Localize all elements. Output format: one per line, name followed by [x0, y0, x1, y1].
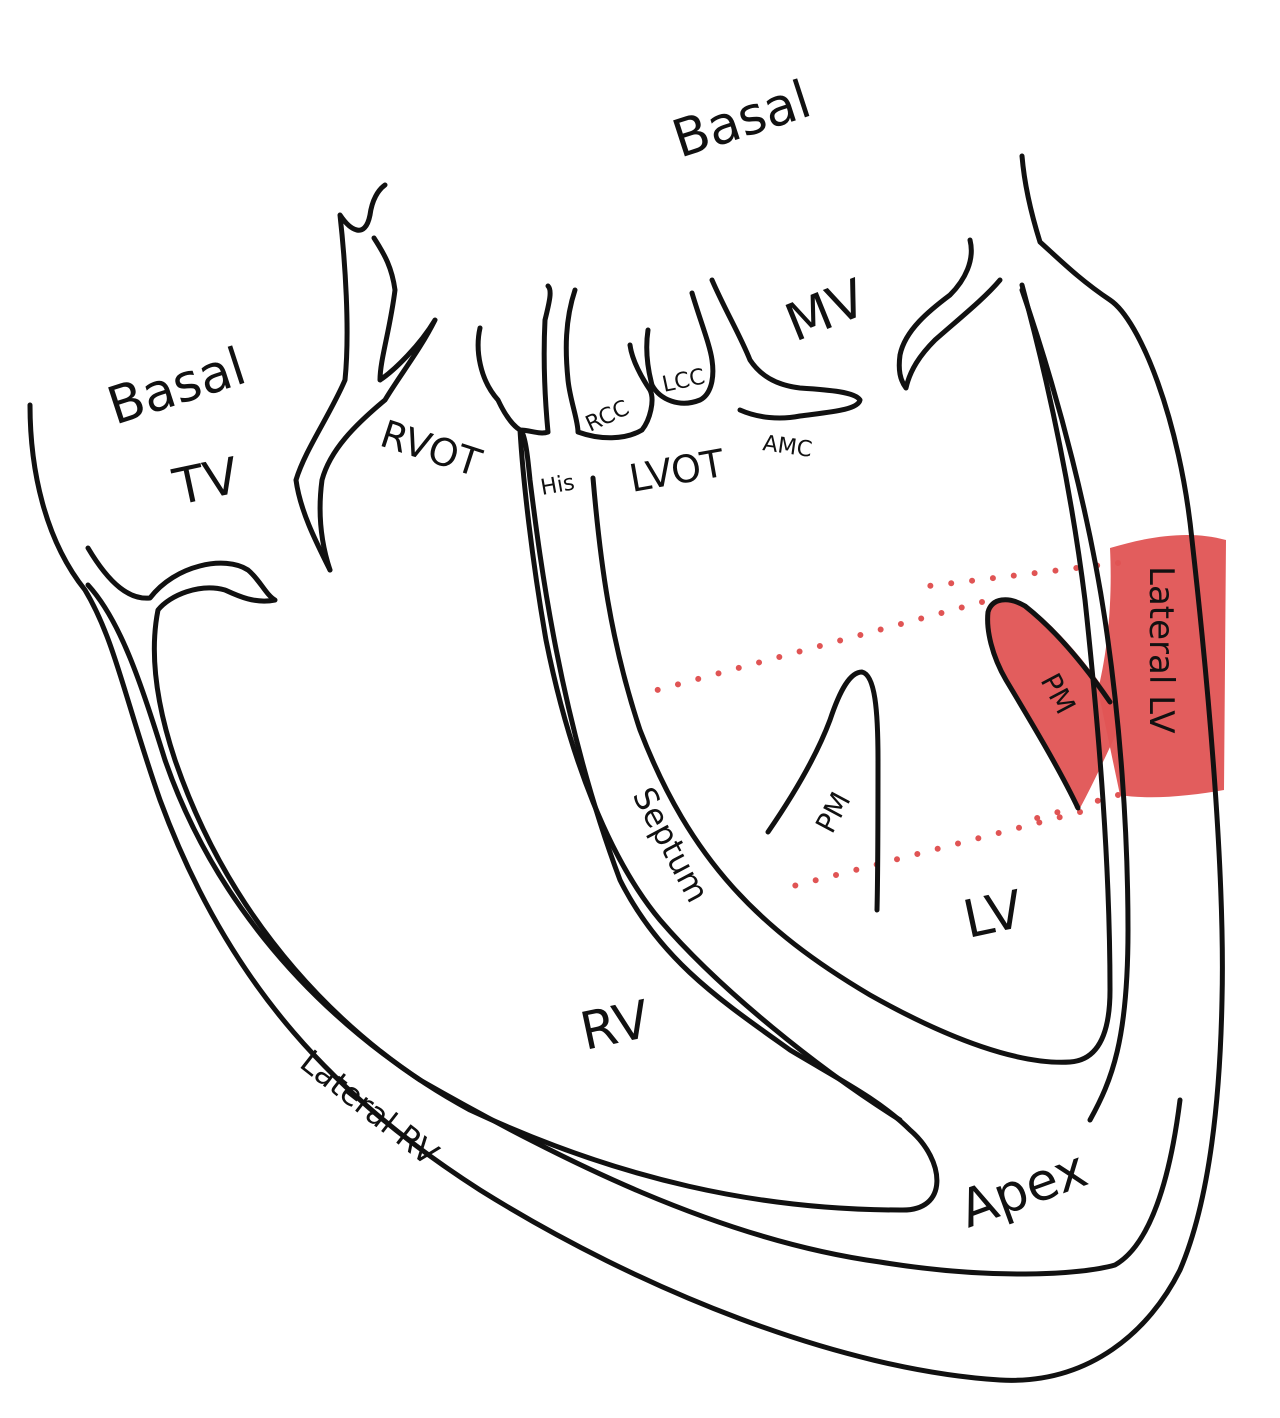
label-rv: RV [575, 990, 655, 1063]
label-rvot: RVOT [375, 412, 487, 486]
epicardium-outline [27, 153, 1225, 1383]
label-basal-left: Basal [100, 337, 253, 438]
lateral-lv-wall [1019, 287, 1131, 1123]
label-pm-medial: PM [809, 787, 857, 839]
rvot-right-wall [317, 235, 438, 573]
label-tv: TV [167, 447, 243, 517]
lcc-cusp [644, 290, 716, 406]
label-rcc: RCC [582, 396, 633, 438]
label-amc: AMC [761, 431, 813, 463]
septum-left-border [475, 283, 553, 436]
tricuspid-valve-leaflet [85, 429, 940, 1213]
lateral-pm-highlight [985, 597, 1118, 808]
rv-free-wall-inner [85, 582, 1183, 1277]
label-lateral-lv: Lateral LV [1141, 566, 1181, 734]
label-lv: LV [958, 880, 1028, 951]
label-apex: Apex [952, 1139, 1095, 1240]
rcc-cusp [563, 287, 655, 441]
dotted-line-top-1 [917, 560, 1121, 590]
label-mv: MV [777, 268, 874, 354]
label-lcc: LCC [660, 364, 707, 397]
label-lateral-rv: Lateral RV [293, 1042, 446, 1173]
medial-papillary-muscle [765, 669, 881, 913]
mv-posterior-leaflet [896, 237, 1003, 391]
label-basal-top: Basal [665, 70, 818, 171]
septum-lower-join [517, 427, 903, 1123]
dotted-line-top-2 [647, 599, 985, 695]
lateral-lv-highlight [1098, 534, 1226, 798]
rvot-left-wall [293, 182, 388, 573]
mitral-valve-leaflet [709, 277, 863, 421]
label-his: His [539, 470, 577, 501]
lateral-papillary-muscle [985, 597, 1113, 811]
label-lvot: LVOT [626, 441, 728, 501]
septum-right-border [590, 282, 1113, 1065]
